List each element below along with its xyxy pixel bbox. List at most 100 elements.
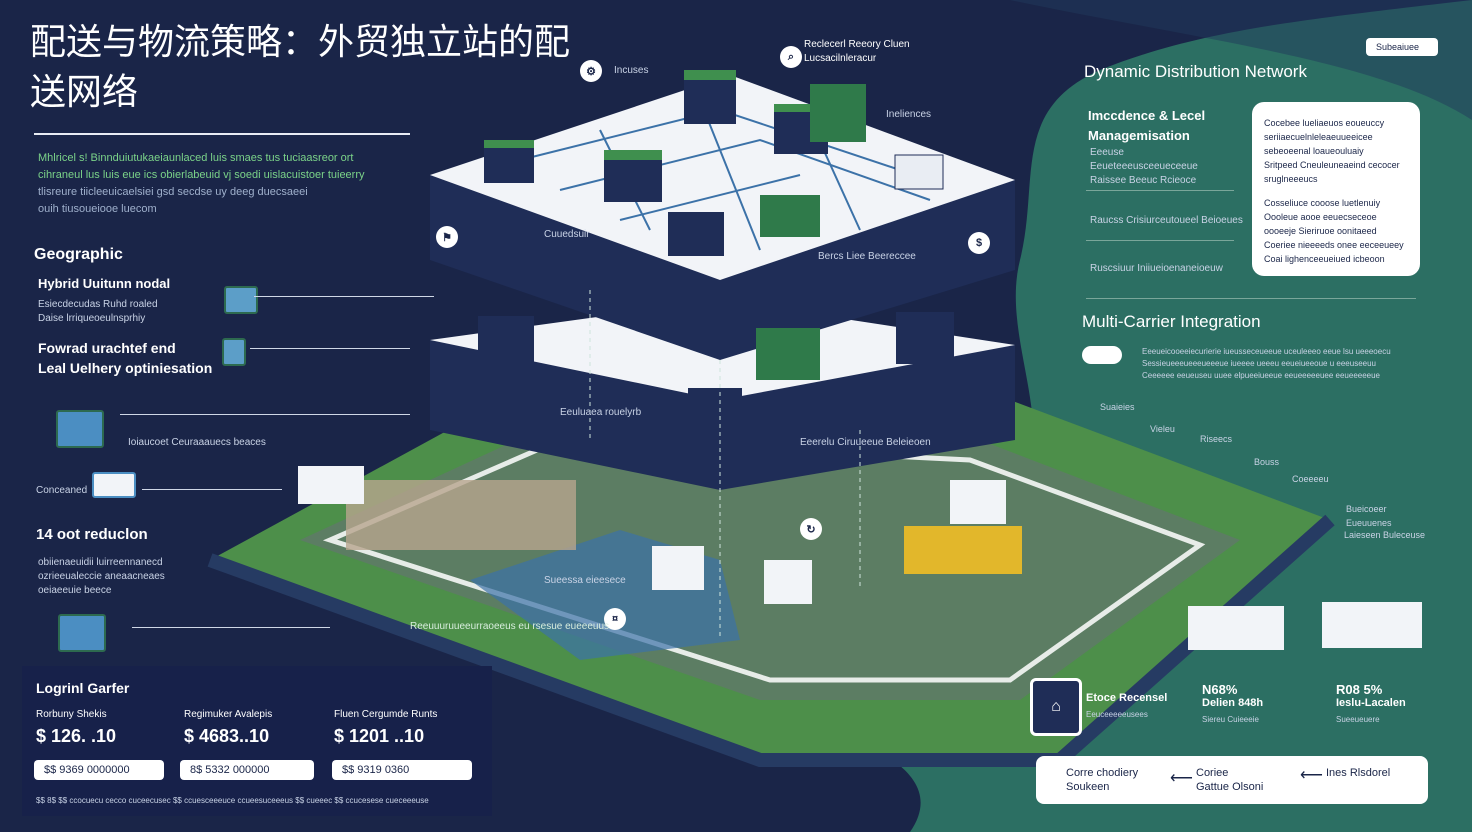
arrow-left-icon: ⟵ [1170, 770, 1193, 787]
legend-pill[interactable]: 8$ 5332 000000 [180, 760, 314, 780]
forward-line: Fowrad urachtef end [38, 340, 176, 356]
dynamic-heading: Dynamic Distribution Network [1084, 62, 1307, 81]
mid-buildings [478, 312, 954, 432]
cost-text: obiienaeuidii luirreennanecd ozrieeualec… [38, 556, 165, 598]
inbound-label: Ioiaucoet Ceuraaauecs beaces [128, 437, 266, 448]
distribution-center-icon [56, 410, 104, 448]
platform-top-top [430, 75, 1015, 280]
routing-line: Coriee [1196, 767, 1229, 779]
legend-column-value: $ 1201 ..10 [334, 726, 425, 746]
stat-value: R08 5% [1336, 682, 1383, 697]
bullet-line: Raucss Crisiurceutoueel Beioeues [1090, 215, 1243, 226]
routing-line: Soukeen [1066, 781, 1110, 793]
concerned-label: Conceaned [36, 485, 88, 496]
legend-pill[interactable]: $$ 9319 0360 [332, 760, 472, 780]
carrier-legend-panel: Logrinl Garfer Rorbuny Shekis $ 126. .10… [22, 666, 492, 816]
stat-small: Eeuceeeeeusees [1086, 710, 1148, 719]
side-label: Laieseen Buleceuse [1344, 530, 1426, 540]
section-divider [1086, 240, 1234, 241]
intro-line: cihraneul lus luis eue ics obierlabeuid … [38, 169, 365, 181]
side-label: Vieleu [1150, 424, 1175, 434]
multi-carrier-line: Eeeueicooeeiecurierie iueusseceueeue uce… [1142, 347, 1391, 356]
legend-column: Fluen Cergumde Runts $ 1201 ..10 [334, 708, 484, 747]
hybrid-text-line: Daise lrriqueoeulnsprhiy [38, 313, 146, 324]
truck-icon [92, 472, 136, 498]
info-card-line: oooeeje Sieriruoe oonitaeed [1264, 226, 1377, 236]
info-card-line: Cosseliuce cooose luetlenuiy [1264, 198, 1381, 208]
intro-line: tlisreure tiicleeuicaelsiei gsd secdse u… [38, 186, 308, 198]
legend-column: Rorbuny Shekis $ 126. .10 [36, 708, 186, 747]
top-annotation-incuses: Incuses [614, 65, 649, 76]
side-label: Eueuuenes [1346, 518, 1392, 528]
intro-text: Mhlricel s! Binnduiutukaeiaunlaced luis … [38, 150, 418, 218]
stat-label: Etoce Recensel [1086, 692, 1168, 704]
legend-column-label: Regimuker Avalepis [184, 709, 273, 720]
legend-column-value: $ 4683..10 [184, 726, 270, 746]
stat-value: N68% [1202, 682, 1238, 697]
annotation-marker: ¤ [604, 608, 626, 630]
multi-carrier-text: Eeeueicooeeiecurierie iueusseceueeue uce… [1142, 346, 1392, 382]
info-card-line: sebeoeenal loaueouluaiy [1264, 146, 1364, 156]
info-card-line: sruglneeeucs [1264, 174, 1318, 184]
teal-region-top [1010, 0, 1472, 120]
page-title: 配送与物流策略：外贸独立站的配送网络 [30, 22, 571, 113]
connector-arrow [142, 489, 282, 490]
multi-carrier-line: Ceeeeee eeueuseu uuee elpueeiueeue eeuee… [1142, 371, 1381, 380]
top-annotation: Reclecerl Reeory Cluen Lucsacilnleracur [804, 38, 910, 66]
top-buildings [484, 70, 944, 256]
box-icon [222, 338, 246, 366]
mid-label: Cuuedsuir [544, 229, 590, 240]
carrier-pill-icon [1082, 346, 1122, 364]
stat-small: Sueeueuere [1336, 715, 1380, 724]
annotation-marker: ↻ [800, 518, 822, 540]
legend-column-label: Rorbuny Shekis [36, 709, 107, 720]
ground-objects [298, 466, 1422, 650]
bullet-line: Ruscsiuur Iniiueioenaneioeuw [1090, 263, 1223, 274]
legend-pill[interactable]: $$ 9369 0000000 [34, 760, 164, 780]
management-text-line: Eeeuse [1090, 147, 1124, 158]
mid-label: Eeuluaea rouelyrb [560, 407, 642, 418]
hybrid-text-line: Esiecdecudas Ruhd roaled [38, 299, 158, 310]
forward-line: Leal Uelhery optiniesation [38, 360, 213, 376]
annotation-marker: ⚙ [580, 60, 602, 82]
top-annotation-ineliences: Ineliences [886, 109, 932, 120]
info-card-line: Coai lighenceeueiued icbeoon [1264, 254, 1385, 264]
warehouse-badge-icon: ⌂ [1030, 678, 1082, 736]
routing-line: Gattue Olsoni [1196, 781, 1264, 793]
top-annotation-line: Reclecerl Reeory Cluen [804, 39, 910, 50]
info-card-line: seriiaecuelnleleaeuueeicee [1264, 132, 1373, 142]
connector-arrow [120, 414, 410, 415]
cost-heading: 14 oot reduclon [36, 526, 148, 543]
hybrid-text: Esiecdecudas Ruhd roaled Daise lrriqueoe… [38, 298, 158, 326]
side-label: Coeeeeu [1292, 474, 1329, 484]
side-label: Riseecs [1200, 434, 1233, 444]
geographic-heading: Geographic [34, 246, 123, 263]
management-text-line: Eeueteeeusceeueceeue [1090, 161, 1198, 172]
info-card-line: Sritpeed Cneuleuneaeind cecocer [1264, 160, 1400, 170]
multi-carrier-line: Sessieueeeueeeueeeue iueeee ueeeu eeueiu… [1142, 359, 1376, 368]
title-rule [34, 133, 410, 135]
annotation-marker: ⌕ [780, 46, 802, 68]
management-line: Managemisation [1088, 128, 1190, 143]
top-annotation-line: Lucsacilnleracur [804, 53, 877, 64]
road-label: Reeuuuruueeurraoeeus eu rsesue eueeeuus [410, 621, 610, 632]
section-divider [1086, 190, 1234, 191]
routing-box[interactable]: Corre chodiery Soukeen ⟵ Coriee Gattue O… [1036, 756, 1428, 804]
legend-column-label: Fluen Cergumde Runts [334, 709, 438, 720]
forward-heading: Fowrad urachtef end Leal Uelhery optinie… [38, 340, 212, 376]
badge-button[interactable]: Subeaiuee [1366, 38, 1438, 56]
management-line: Imccdence & Lecel [1088, 108, 1206, 123]
mid-label: Bercs Liee Beereccee [818, 251, 916, 262]
stat-small: Siereu Cuieeeie [1202, 715, 1259, 724]
info-card-line: Coeriee nieeeeds onee eeceeueey [1264, 240, 1404, 250]
annotation-marker: ⚑ [436, 226, 458, 248]
stat-label: Delien 848h [1202, 697, 1264, 709]
info-card-line: Oooleue aooe eeuecseceoe [1264, 212, 1377, 222]
multi-carrier-heading: Multi-Carrier Integration [1082, 312, 1261, 331]
cost-text-line: obiienaeuidii luirreennanecd [38, 557, 163, 568]
legend-footer: $$ 8$ $$ ccocuecu cecco cuceecusec $$ cc… [36, 796, 429, 805]
routing-col: Corre chodiery Soukeen [1066, 766, 1138, 794]
routing-col: Coriee Gattue Olsoni [1196, 766, 1263, 794]
management-text-line: Raissee Beeuc Rcieoce [1090, 175, 1197, 186]
cost-text-line: ozrieeualeccie aneaacneaes [38, 571, 165, 582]
